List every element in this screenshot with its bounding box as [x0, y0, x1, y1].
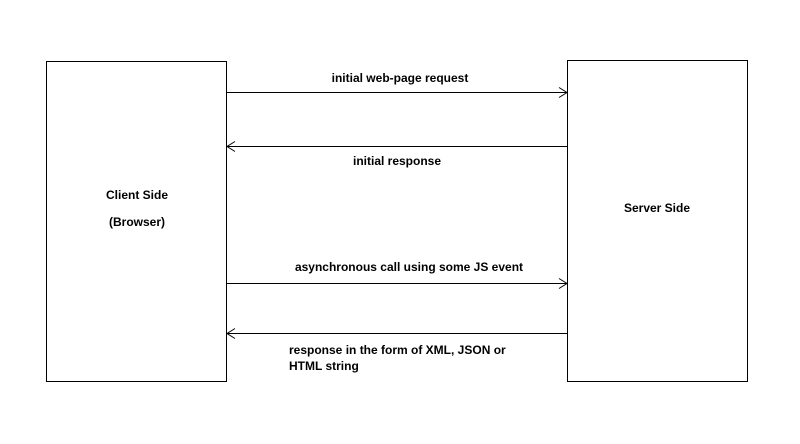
- server-side-box: [567, 60, 748, 382]
- async-response-label-line2: HTML string: [289, 359, 359, 373]
- async-call-label: asynchronous call using some JS event: [295, 260, 523, 274]
- arrowhead-right-icon: [558, 278, 568, 289]
- server-side-label: Server Side: [624, 201, 690, 215]
- async-call-arrow: asynchronous call using some JS event: [227, 260, 568, 289]
- initial-response-arrow: initial response: [226, 141, 567, 168]
- initial-request-label: initial web-page request: [332, 71, 469, 85]
- initial-request-arrow: initial web-page request: [227, 71, 568, 98]
- arrowhead-left-icon: [226, 141, 236, 152]
- initial-response-label: initial response: [353, 154, 441, 168]
- client-side-label: Client Side: [106, 188, 168, 202]
- async-response-arrow: response in the form of XML, JSON or HTM…: [226, 328, 567, 373]
- client-side-node: Client Side (Browser): [46, 61, 227, 382]
- async-response-label-line1: response in the form of XML, JSON or: [289, 343, 506, 357]
- client-side-box: [46, 61, 227, 382]
- server-side-node: Server Side: [567, 60, 748, 382]
- arrowhead-right-icon: [558, 87, 568, 98]
- arrowhead-left-icon: [226, 328, 236, 339]
- client-side-sublabel: (Browser): [109, 215, 165, 229]
